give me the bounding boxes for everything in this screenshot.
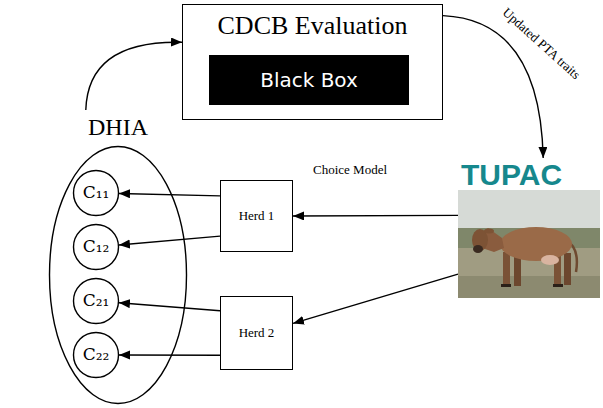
cow-leg	[503, 252, 510, 286]
flow-arrow	[119, 354, 220, 356]
annotation: Choice Model	[313, 163, 387, 178]
box-label: Herd 1	[239, 209, 275, 224]
flow-arrow	[293, 274, 458, 323]
circle-shape	[74, 225, 119, 270]
circle-shape	[74, 171, 119, 216]
cow-circle: C₂₂	[72, 331, 120, 379]
cow-hoof	[553, 284, 563, 287]
flow-arrow	[119, 236, 220, 245]
cow-udder	[541, 255, 559, 265]
cow-circle: C₁₂	[72, 223, 120, 271]
group-ellipse	[50, 147, 187, 404]
cow-ear	[484, 229, 494, 234]
flow-arrow	[119, 194, 220, 196]
herd-box: Herd 1	[220, 180, 293, 252]
circle-label: C₂₂	[83, 345, 110, 365]
circle-label: C₁₂	[83, 237, 110, 257]
cow-circle: C₁₁	[72, 169, 120, 217]
cow-hoof	[501, 284, 511, 287]
cow-body	[500, 227, 572, 261]
flow-arrow	[119, 303, 220, 311]
circle-shape	[74, 333, 119, 378]
flow-arrow	[86, 42, 182, 110]
flow-arrow	[293, 215, 458, 217]
cow-leg	[564, 253, 571, 285]
photo-sky	[458, 190, 600, 298]
group-heading: DHIA	[88, 114, 148, 142]
dhia-group: DHIA C₁₁ C₁₂ C₂₁ C₂₂	[48, 110, 188, 405]
evaluation-box: CDCB EvaluationBlack Box	[182, 4, 443, 120]
cow-muzzle	[473, 245, 483, 253]
box-label: Black Box	[260, 69, 358, 92]
box-title: CDCB Evaluation	[218, 11, 408, 41]
circle-shape	[74, 279, 119, 324]
photo-ground-shade	[458, 276, 600, 298]
logo-text: TUPAC	[461, 158, 562, 193]
cow-circle: C₂₁	[72, 277, 120, 325]
circle-label: C₁₁	[83, 183, 110, 203]
group-outline	[48, 145, 188, 405]
black-box: Black Box	[209, 55, 409, 105]
box-label: Herd 2	[239, 326, 275, 341]
edge-label: Updated PTA traits	[498, 4, 585, 84]
tupac-panel: TUPAC	[458, 158, 600, 298]
herd-box: Herd 2	[220, 296, 293, 370]
circle-label: C₂₁	[83, 291, 110, 311]
cow-photo	[458, 190, 600, 298]
